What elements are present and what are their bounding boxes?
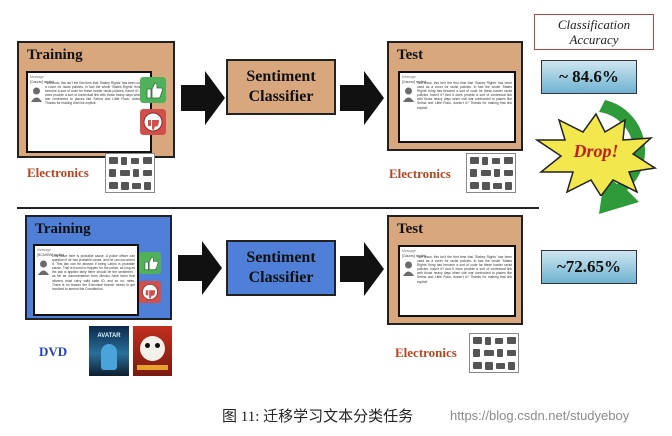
sentiment-classifier-bottom: Sentiment Classifier (226, 240, 336, 296)
user-avatar-icon (38, 260, 49, 275)
review-header: Message (402, 75, 416, 79)
drop-star-icon (535, 112, 657, 196)
user-avatar-icon (403, 87, 414, 102)
review-user: [Gaurav] replied (402, 254, 427, 258)
review-snippet: Message [Gaurav] replied You know, this … (398, 71, 516, 143)
dvd-cover-kungfu-panda (133, 326, 172, 376)
review-text: You know, this isn't the first time that… (417, 255, 512, 284)
test-title: Test (397, 221, 424, 237)
thumbs-up-icon (140, 77, 166, 103)
arrow-right-icon (340, 242, 384, 296)
arrow-right-icon (340, 71, 384, 125)
accuracy-value-top: ~ 84.6% (541, 60, 637, 94)
domain-label-electronics: Electronics (27, 165, 89, 180)
classifier-label-line2: Classifier (248, 269, 314, 286)
drop-label: Drop! (573, 141, 619, 161)
test-panel-electronics: Test Message [Gaurav] replied You know, … (387, 41, 523, 151)
test-panel-electronics: Test Message [Gaurav] replied You know, … (387, 215, 523, 325)
training-panel-electronics: Training Message [Gaurav] replied You kn… (17, 41, 175, 158)
review-header: Message (402, 249, 416, 253)
user-avatar-icon (31, 87, 42, 102)
figure-caption: 图 11: 迁移学习文本分类任务 (222, 409, 414, 425)
domain-label-dvd: DVD (39, 344, 68, 359)
arrow-right-icon (178, 241, 222, 295)
training-title: Training (35, 221, 91, 237)
legend-title-line1: Classification (557, 17, 631, 32)
training-panel-dvd: Training Message [BCAHBN] replied This i… (25, 215, 172, 320)
review-header: Message (37, 248, 51, 252)
arrow-right-icon (181, 71, 225, 125)
domain-label-electronics: Electronics (389, 166, 451, 181)
classifier-label-line1: Sentiment (246, 249, 316, 266)
thumbs-down-icon (139, 281, 161, 303)
review-snippet: Message [BCAHBN] replied This issue here… (33, 244, 139, 316)
electronics-product-grid (469, 333, 519, 373)
dvd-cover-avatar: AVATAR (89, 326, 129, 376)
classifier-label-line2: Classifier (248, 88, 314, 105)
review-snippet: Message [Gaurav] replied You know, this … (398, 245, 516, 317)
test-title: Test (397, 47, 424, 63)
accuracy-legend-box: Classification Accuracy (534, 14, 654, 50)
review-user: [Gaurav] replied (402, 80, 427, 84)
electronics-product-grid (466, 153, 516, 193)
domain-label-electronics: Electronics (395, 345, 457, 360)
accuracy-value-bottom: ~72.65% (541, 250, 637, 284)
training-title: Training (27, 47, 83, 63)
row-separator (17, 207, 539, 209)
watermark: https://blog.csdn.net/studyeboy (450, 408, 630, 423)
user-avatar-icon (403, 261, 414, 276)
electronics-product-grid (105, 153, 155, 193)
review-text: You know, this isn't the first time that… (417, 81, 512, 110)
thumbs-up-icon (139, 252, 161, 274)
drop-arrow-icon (599, 100, 646, 214)
sentiment-classifier-top: Sentiment Classifier (226, 59, 336, 115)
review-user: [BCAHBN] replied (37, 253, 65, 257)
review-snippet: Message [Gaurav] replied You know, this … (26, 71, 152, 153)
review-header: Message (30, 75, 44, 79)
review-text: You know, this isn't the first time that… (45, 81, 148, 106)
review-user: [Gaurav] replied (30, 80, 55, 84)
review-text: This issue here is probable cause. A pol… (52, 254, 135, 291)
classifier-label-line1: Sentiment (246, 68, 316, 85)
thumbs-down-icon (140, 109, 166, 135)
dvd-cover-title: AVATAR (97, 333, 121, 339)
legend-title-line2: Accuracy (569, 32, 619, 47)
